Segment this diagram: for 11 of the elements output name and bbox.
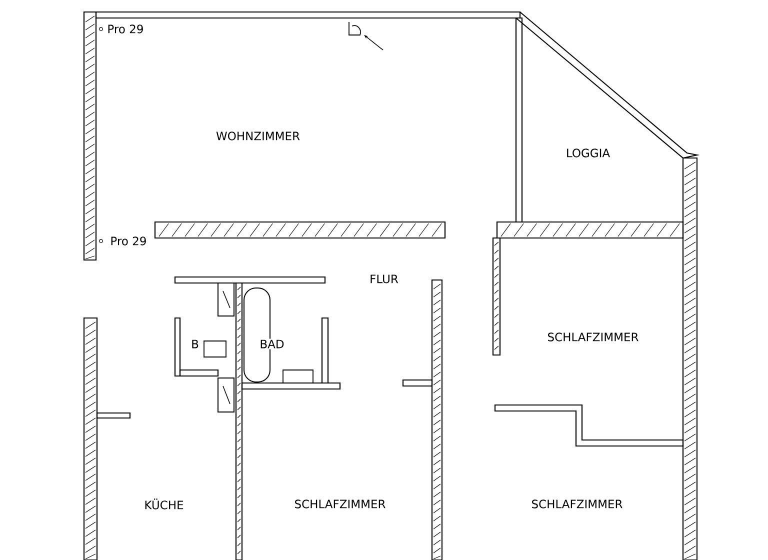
room-label: B xyxy=(190,338,200,350)
room-label: SCHLAFZIMMER xyxy=(293,498,387,510)
room-label: BAD xyxy=(258,338,286,350)
label: Pro 29 xyxy=(109,236,148,246)
room-label: LOGGIA xyxy=(564,148,612,158)
room-label: FLUR xyxy=(368,274,400,284)
room-label: KÜCHE xyxy=(143,498,185,510)
label: Pro 29 xyxy=(106,24,145,34)
room-label: SCHLAFZIMMER xyxy=(546,332,640,342)
room-label: WOHNZIMMER xyxy=(214,130,302,142)
room-label: SCHLAFZIMMER xyxy=(530,498,624,510)
